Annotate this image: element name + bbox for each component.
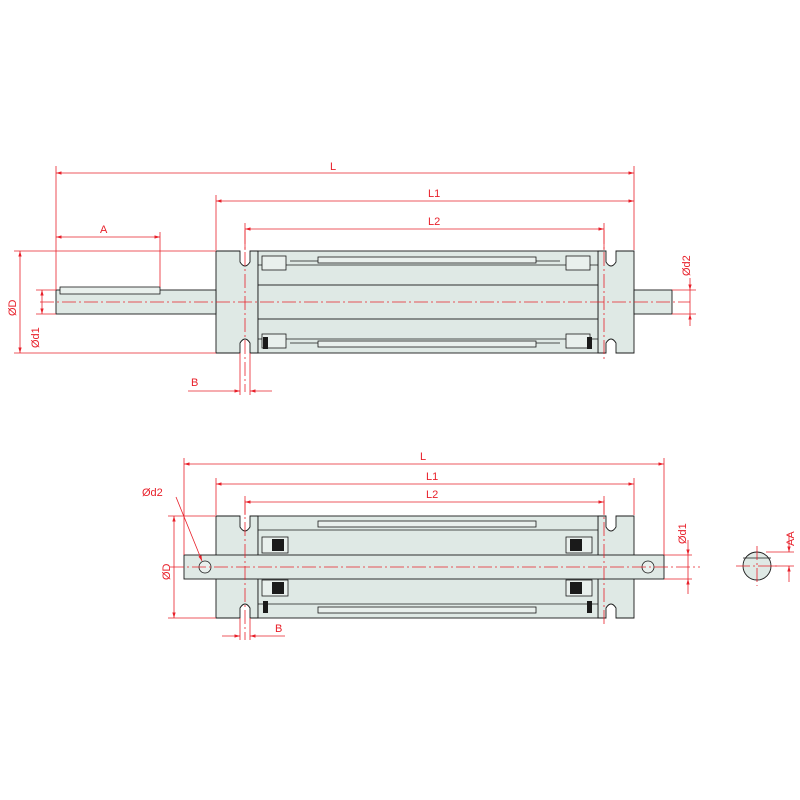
bottom-dim-B: B (275, 623, 282, 635)
bottom-view: L L1 L2 B ØD Ød2 Ød1 (142, 451, 700, 640)
bottom-lower-rail (317, 606, 537, 614)
top-dim-B: B (191, 377, 198, 389)
top-dim-d2: Ød2 (681, 255, 693, 276)
bottom-upper-rail (317, 520, 537, 528)
section-dim-AA: AA (785, 531, 797, 546)
section-aa-view: AA (736, 531, 797, 586)
top-dim-L: L (330, 161, 336, 173)
bottom-dim-L: L (420, 451, 426, 463)
bottom-dim-d1: Ød1 (677, 523, 689, 544)
bottom-dim-D: ØD (161, 563, 173, 580)
top-lower-rail (317, 340, 537, 348)
top-bearing-lr (565, 333, 591, 349)
top-dim-L2: L2 (428, 216, 440, 228)
top-dim-L1: L1 (428, 188, 440, 200)
top-dim-d1: Ød1 (30, 327, 42, 348)
bottom-dim-d2: Ød2 (142, 487, 163, 499)
bottom-dim-L1: L1 (426, 471, 438, 483)
top-bearing-ur (565, 255, 591, 271)
top-upper-rail (317, 256, 537, 264)
top-view: L L1 L2 A B ØD Ød1 Ød2 (7, 161, 696, 395)
top-key (59, 286, 161, 295)
top-dim-D: ØD (7, 299, 19, 316)
top-bearing-ul (261, 255, 287, 271)
bottom-dim-L2: L2 (426, 489, 438, 501)
top-dim-A: A (100, 224, 108, 236)
